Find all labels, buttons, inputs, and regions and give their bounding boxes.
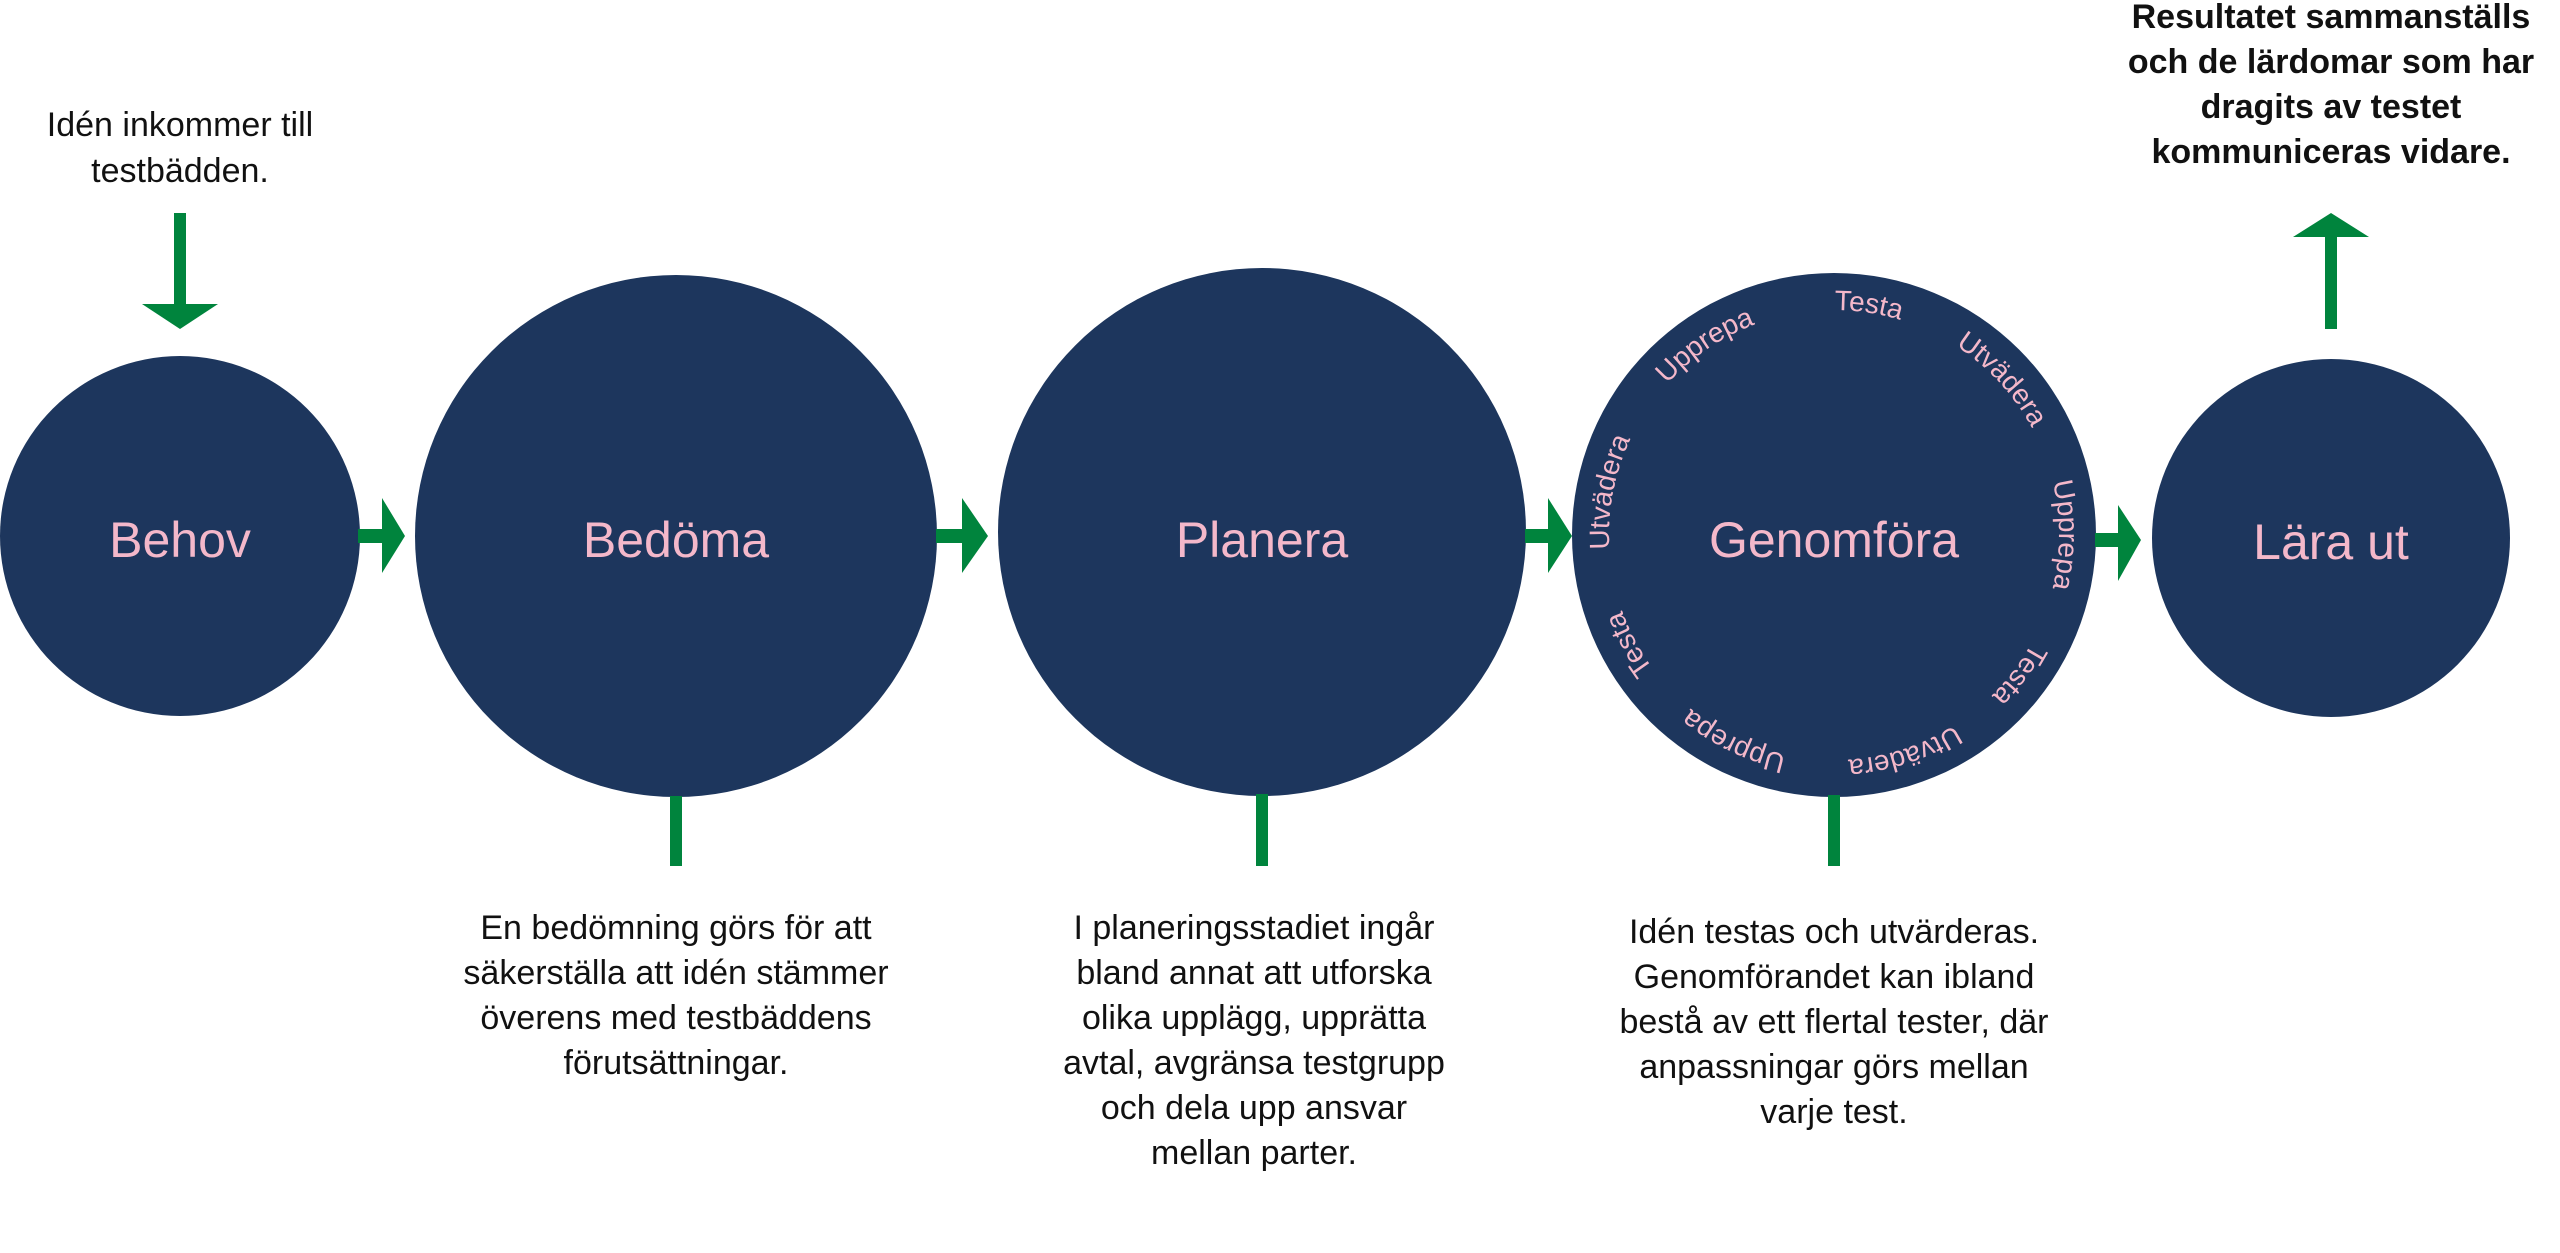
stage-genomfora: Genomföra Testa Utvädera Upprepa Testa U… xyxy=(1572,273,2096,797)
stage-bedoma: Bedöma xyxy=(415,275,937,797)
connector-line xyxy=(1256,794,1268,866)
stage-label: Genomföra xyxy=(1709,512,1959,568)
stage-lara-ut: Lära ut xyxy=(2152,359,2510,717)
stage-planera: Planera xyxy=(998,268,1526,796)
arrow-up-icon xyxy=(2293,213,2369,329)
stage-label: Bedöma xyxy=(583,512,769,568)
arrow-right-icon xyxy=(2095,505,2141,581)
arrow-down-icon xyxy=(142,213,218,329)
connector-line xyxy=(670,796,682,866)
genomfora-description: Idén testas och utvärderas. Genomförande… xyxy=(1619,913,2049,1131)
stage-behov: Behov xyxy=(0,356,360,716)
connector-line xyxy=(1828,795,1840,866)
bedoma-description: En bedömning görs för att säkerställa at… xyxy=(463,909,889,1082)
stage-label: Behov xyxy=(109,512,251,568)
stage-label: Planera xyxy=(1176,512,1349,568)
planera-description: I planeringsstadiet ingår bland annat at… xyxy=(1063,909,1445,1172)
intake-description: Idén inkommer till testbädden. xyxy=(46,106,314,190)
arrow-right-icon xyxy=(936,498,988,573)
arrow-right-icon xyxy=(358,498,405,573)
arrow-right-icon xyxy=(1525,498,1572,573)
stage-label: Lära ut xyxy=(2253,514,2409,570)
lara-ut-description: Resultatet sammanställs och de lärdomar … xyxy=(2127,0,2535,171)
